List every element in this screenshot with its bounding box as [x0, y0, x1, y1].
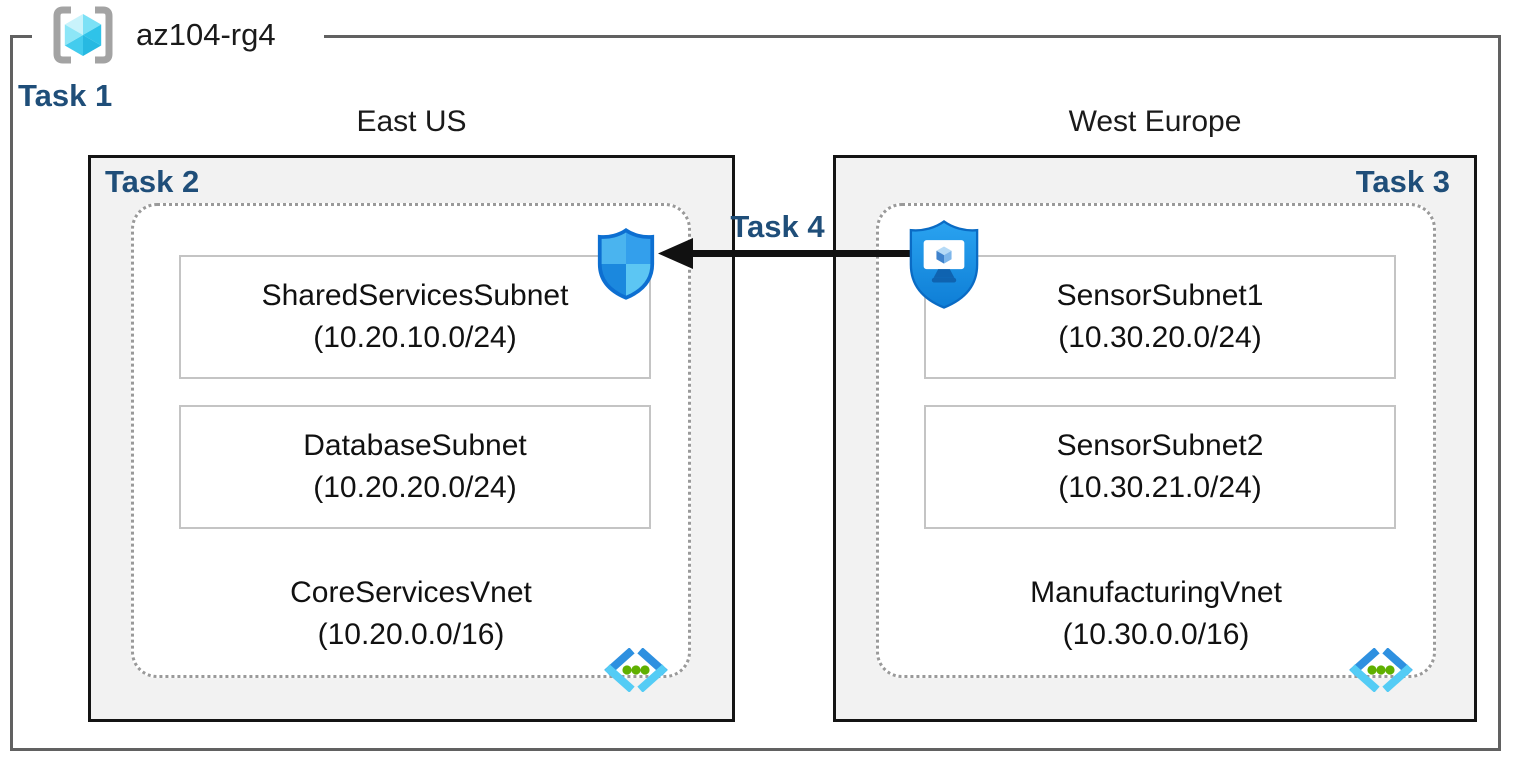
resource-group-header-patch: [32, 28, 324, 44]
subnet-name: SharedServicesSubnet: [261, 279, 569, 312]
vnet-name: CoreServicesVnet: [290, 576, 532, 609]
subnet-cidr: (10.20.20.0/24): [313, 471, 517, 504]
subnet-box: SensorSubnet1 (10.30.20.0/24): [924, 255, 1396, 379]
resource-group-boundary: [10, 35, 1501, 751]
vnet-cidr: (10.20.0.0/16): [317, 618, 505, 651]
subnet-name: SensorSubnet2: [1056, 429, 1264, 462]
resource-group-name: az104-rg4: [136, 17, 276, 52]
secured-vm-shield-icon: [909, 220, 979, 309]
region-title-west-europe: West Europe: [1068, 105, 1242, 138]
resource-group-icon: [53, 6, 113, 64]
task-1-label: Task 1: [18, 78, 113, 113]
vnet-cidr: (10.30.0.0/16): [1062, 618, 1250, 651]
subnet-box: SharedServicesSubnet (10.20.10.0/24): [179, 255, 651, 379]
task-2-label: Task 2: [105, 164, 200, 199]
subnet-name: DatabaseSubnet: [303, 429, 527, 462]
subnet-box: SensorSubnet2 (10.30.21.0/24): [924, 405, 1396, 529]
region-title-east-us: East US: [356, 105, 467, 138]
vnet-boundary-east: SharedServicesSubnet (10.20.10.0/24) Dat…: [131, 203, 691, 678]
task-4-label: Task 4: [730, 209, 825, 244]
virtual-network-icon: [604, 648, 668, 692]
vnet-label: CoreServicesVnet (10.20.0.0/16): [134, 572, 688, 656]
defender-shield-icon: [597, 227, 655, 300]
subnet-cidr: (10.30.21.0/24): [1058, 471, 1262, 504]
subnet-name: SensorSubnet1: [1056, 279, 1264, 312]
vnet-label: ManufacturingVnet (10.30.0.0/16): [879, 572, 1433, 656]
virtual-network-icon: [1349, 648, 1413, 692]
subnet-cidr: (10.20.10.0/24): [313, 321, 517, 354]
subnet-cidr: (10.30.20.0/24): [1058, 321, 1262, 354]
vnet-boundary-west: SensorSubnet1 (10.30.20.0/24) SensorSubn…: [876, 203, 1436, 678]
task-3-label: Task 3: [1355, 164, 1450, 199]
vnet-name: ManufacturingVnet: [1030, 576, 1282, 609]
subnet-box: DatabaseSubnet (10.20.20.0/24): [179, 405, 651, 529]
